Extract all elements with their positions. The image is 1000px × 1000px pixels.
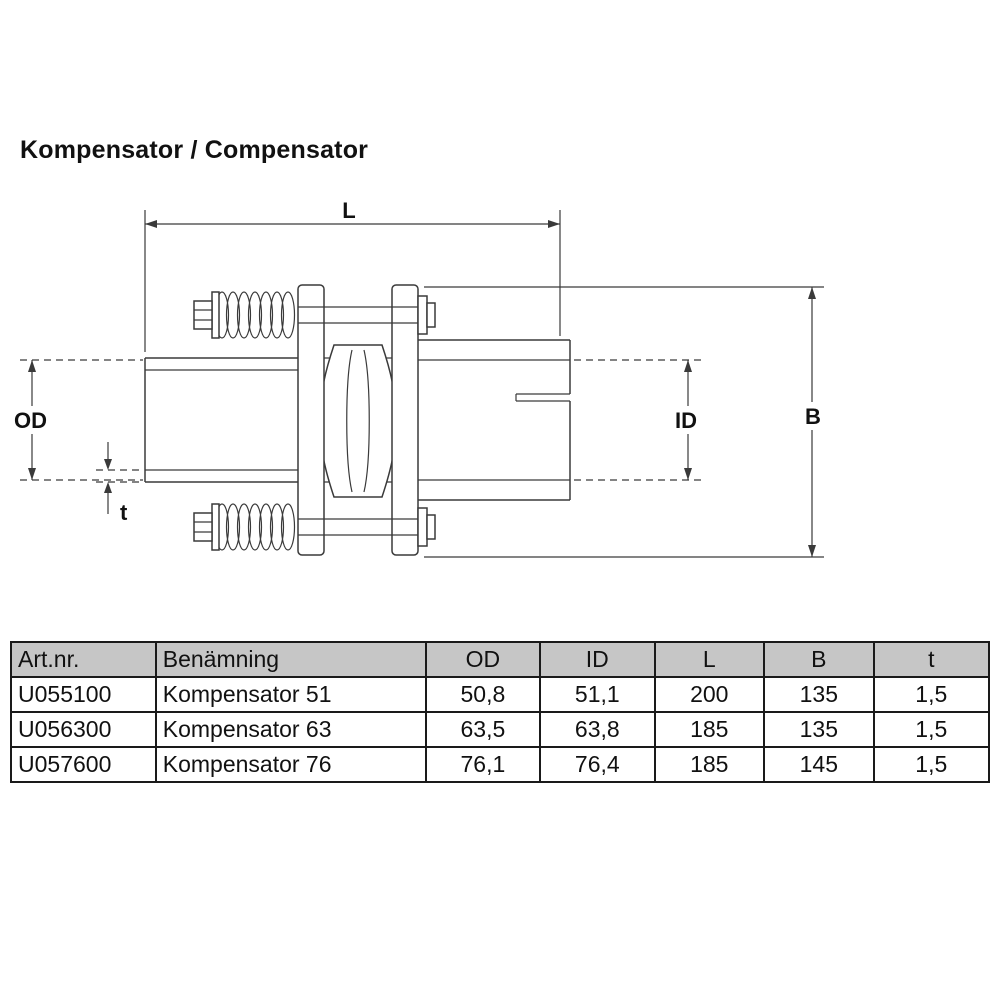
table-cell: 1,5 [872,746,991,783]
label-width: B [805,404,821,429]
header-t: t [872,641,991,678]
header-id: ID [539,641,656,678]
table-row: U056300 Kompensator 63 63,5 63,8 185 135… [10,711,991,748]
dimension-B: B [424,286,829,558]
expansion-slot [515,393,570,402]
right-pipe [418,339,571,501]
table-cell: 1,5 [872,676,991,713]
spec-table: Art.nr. Benämning OD ID L B t U055100 Ko… [10,641,991,783]
dimension-ID: ID [574,359,708,481]
table-cell: Kompensator 63 [154,711,427,748]
table-header-row: Art.nr. Benämning OD ID L B t [10,641,991,678]
bottom-spring-bolt [193,503,436,551]
label-inner-diameter: ID [675,408,697,433]
table-cell: 51,1 [539,676,656,713]
table-cell: U057600 [10,746,157,783]
table-cell: 76,4 [539,746,656,783]
table-cell: 1,5 [872,711,991,748]
table-row: U055100 Kompensator 51 50,8 51,1 200 135… [10,676,991,713]
dimension-t: t [96,442,143,525]
table-cell: U055100 [10,676,157,713]
top-spring-bolt [193,291,436,339]
page-title: Kompensator / Compensator [20,136,369,164]
table-cell: 135 [763,711,875,748]
table-cell: Kompensator 76 [154,746,427,783]
label-outer-diameter: OD [14,408,47,433]
header-benamning: Benämning [154,641,427,678]
flange-plates [297,284,419,556]
table-cell: 50,8 [424,676,542,713]
table-row: U057600 Kompensator 76 76,1 76,4 185 145… [10,746,991,783]
table-cell: Kompensator 51 [154,676,427,713]
table-cell: 63,8 [539,711,656,748]
header-od: OD [424,641,542,678]
table-cell: U056300 [10,711,157,748]
header-artnr: Art.nr. [10,641,157,678]
dimension-OD: OD [10,359,143,481]
header-l: L [653,641,766,678]
table-cell: 135 [763,676,875,713]
header-b: B [763,641,875,678]
table-cell: 185 [653,711,766,748]
table-cell: 200 [653,676,766,713]
label-length: L [342,198,355,223]
table-cell: 63,5 [424,711,542,748]
table-cell: 76,1 [424,746,542,783]
table-cell: 185 [653,746,766,783]
compensator-technical-drawing: L OD t ID B [10,198,829,558]
label-thickness: t [120,500,128,525]
dimension-L: L [144,198,561,352]
bellows [319,344,397,498]
left-pipe [144,357,298,483]
table-cell: 145 [763,746,875,783]
